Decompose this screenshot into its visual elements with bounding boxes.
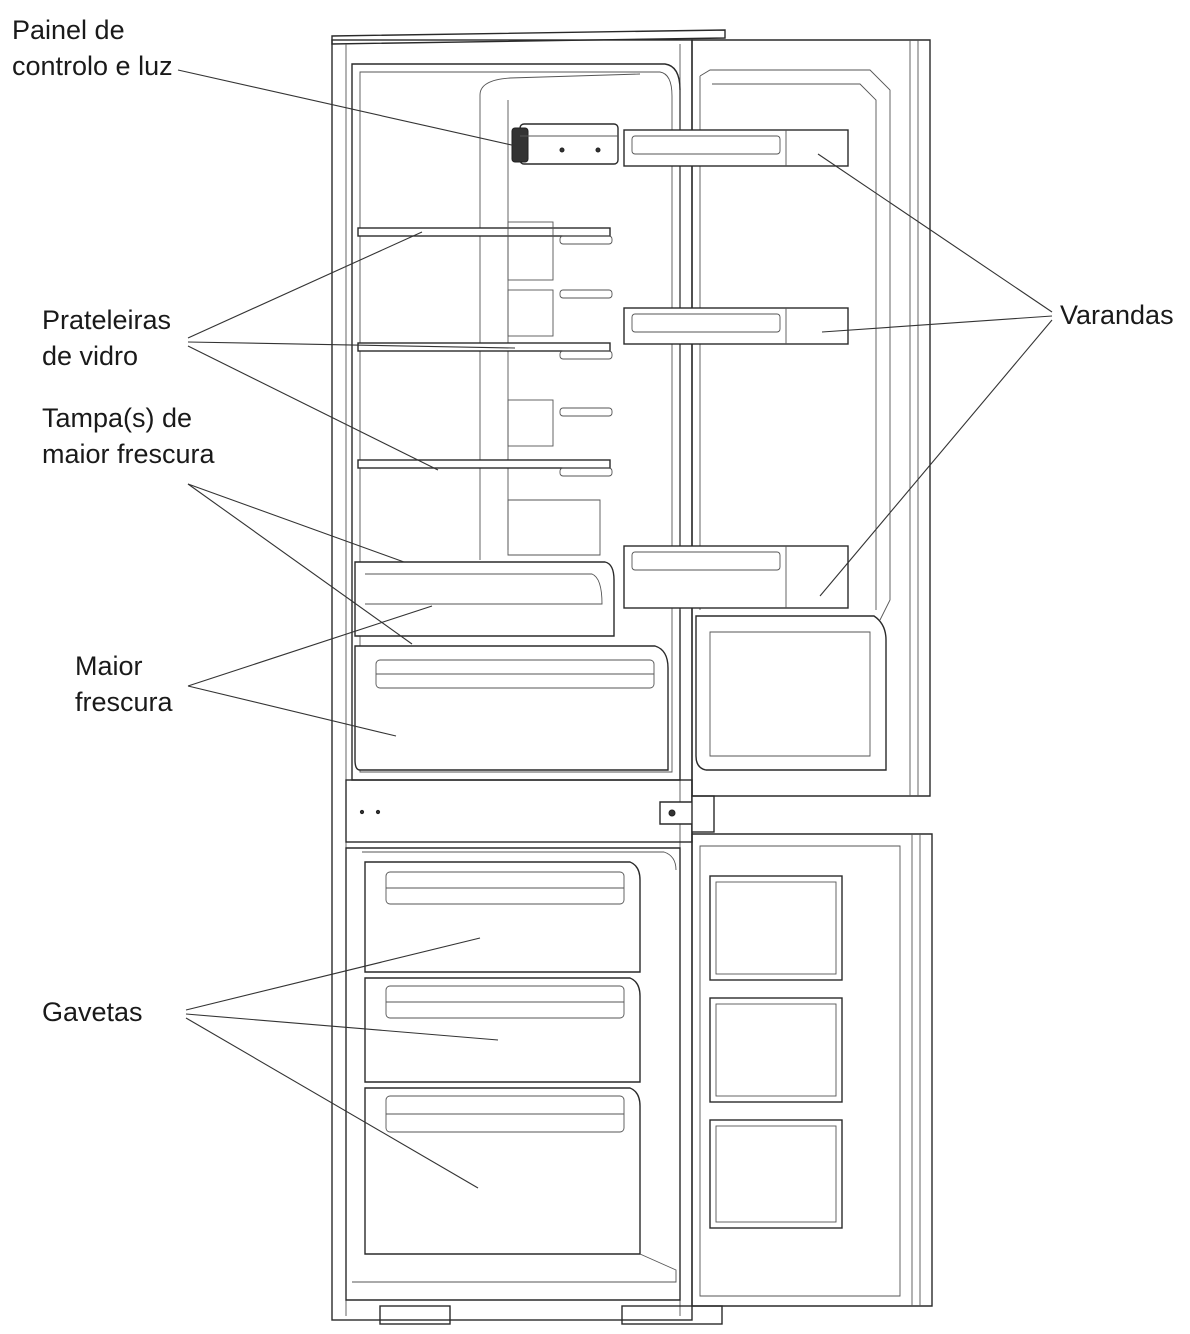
- label-crisper-covers-line2: maior frescura: [42, 439, 215, 469]
- label-control-panel-line1: Painel de: [12, 15, 125, 45]
- crisper-drawer: [354, 645, 669, 771]
- freezer-drawers: [352, 861, 677, 1283]
- label-crisper-covers-line1: Tampa(s) de: [42, 403, 193, 433]
- label-crisper: Maior frescura: [75, 648, 173, 720]
- label-drawers-line1: Gavetas: [42, 997, 143, 1027]
- label-glass-shelves: Prateleiras de vidro: [42, 302, 171, 374]
- divider-strip: [345, 779, 715, 843]
- crisper-cover: [354, 561, 615, 637]
- label-control-panel-line2: controlo e luz: [12, 51, 173, 81]
- label-glass-shelves-line1: Prateleiras: [42, 305, 172, 335]
- door-balconies: [623, 129, 849, 609]
- freezer-door: [691, 833, 933, 1307]
- label-crisper-line1: Maior: [75, 651, 143, 681]
- fridge-door: [679, 39, 931, 797]
- label-crisper-line2: frescura: [75, 687, 173, 717]
- control-panel: [511, 123, 619, 165]
- label-crisper-covers: Tampa(s) de maior frescura: [42, 400, 215, 472]
- label-door-balconies: Varandas: [1060, 297, 1174, 333]
- freezer-compartment: [345, 847, 681, 1301]
- label-glass-shelves-line2: de vidro: [42, 341, 139, 371]
- label-control-panel: Painel de controlo e luz: [12, 12, 173, 84]
- label-door-balconies-line1: Varandas: [1060, 300, 1174, 330]
- leader-lines: [177, 69, 1053, 1189]
- glass-shelves: [357, 221, 613, 556]
- label-drawers: Gavetas: [42, 994, 143, 1030]
